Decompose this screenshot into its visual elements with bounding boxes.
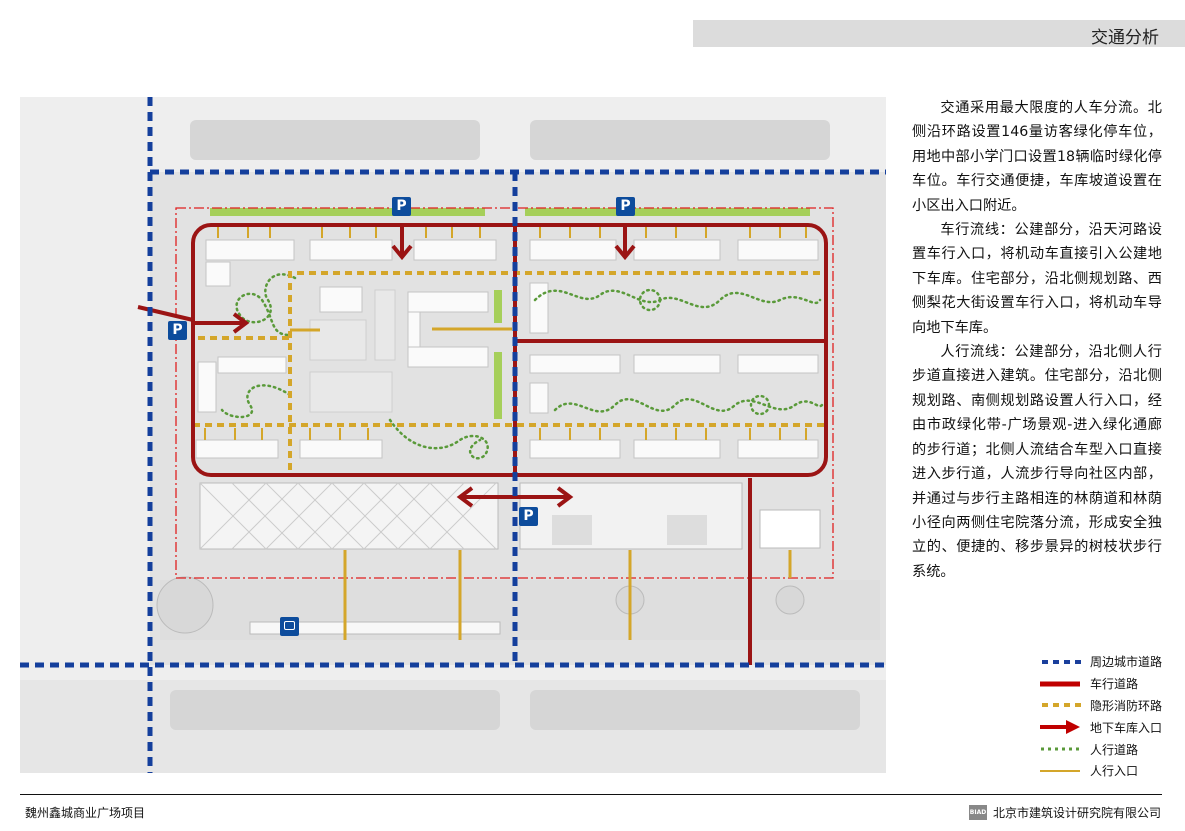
green-dotted-line-icon (1041, 747, 1080, 751)
parking-icon: P (392, 197, 411, 216)
legend-item-city-road: 周边城市道路 (1040, 651, 1162, 673)
gold-solid-line-icon (1040, 769, 1080, 772)
parking-icon: P (519, 507, 538, 526)
legend-item-pedestrian-road: 人行道路 (1040, 738, 1162, 760)
parking-icon: P (616, 197, 635, 216)
legend-item-vehicle-road: 车行道路 (1040, 673, 1162, 695)
page-title: 交通分析 (1091, 28, 1159, 48)
description-text: 交通采用最大限度的人车分流。北侧沿环路设置146量访客绿化停车位，用地中部小学门… (912, 96, 1162, 584)
legend-item-pedestrian-entrance: 人行入口 (1040, 760, 1162, 782)
legend-item-garage-entrance: 地下车库入口 (1040, 716, 1162, 738)
company-info: BIAD 北京市建筑设计研究院有限公司 (968, 804, 1161, 821)
blue-dashed-line-icon (1042, 659, 1084, 664)
description-paragraph-pedestrian-flow: 人行流线：公建部分，沿北侧人行步道直接进入建筑。住宅部分，沿北侧规划路、南侧规划… (912, 344, 1162, 580)
biad-logo: BIAD (968, 805, 987, 820)
project-name: 魏州鑫城商业广场项目 (25, 806, 146, 820)
footer-divider (20, 794, 1162, 795)
company-name: 北京市建筑设计研究院有限公司 (992, 806, 1161, 820)
legend-item-fire-lane: 隐形消防环路 (1040, 695, 1162, 717)
title-bar: 交通分析 (693, 20, 1185, 48)
gold-dashed-line-icon (1042, 703, 1084, 708)
description-paragraph-parking: 交通采用最大限度的人车分流。北侧沿环路设置146量访客绿化停车位，用地中部小学门… (912, 100, 1162, 214)
traffic-plan-drawing (20, 97, 886, 773)
site-plan-map: P P P P (20, 97, 886, 773)
parking-icon: P (168, 321, 187, 340)
legend: 周边城市道路 车行道路 隐形消防环路 地下车库入口 人行道路 人行入口 (1040, 651, 1162, 782)
red-solid-line-icon (1040, 681, 1080, 687)
description-paragraph-vehicle-flow: 车行流线：公建部分，沿天河路设置车行入口，将机动车直接引入公建地下车库。住宅部分… (912, 222, 1162, 336)
bus-stop-icon (280, 617, 299, 636)
red-arrow-icon (1040, 720, 1080, 735)
